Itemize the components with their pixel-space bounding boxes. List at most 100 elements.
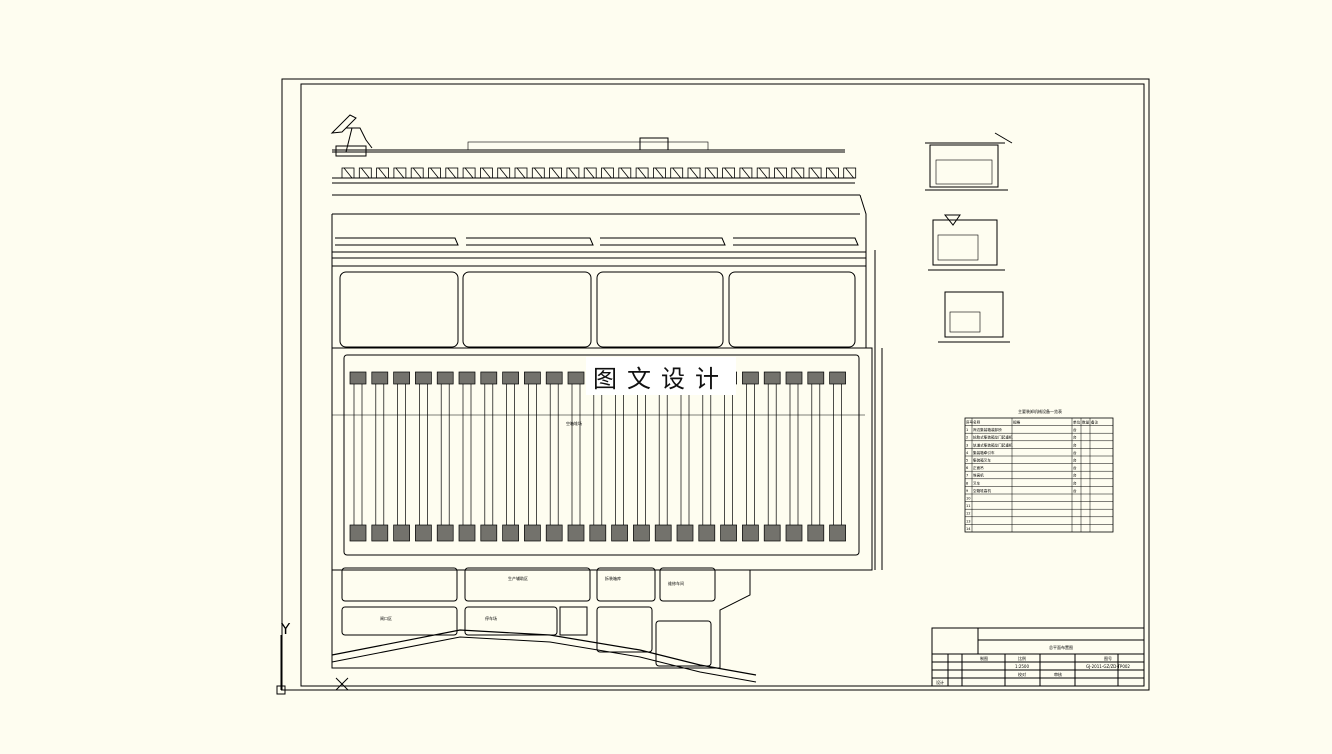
equipment-table-cell: 堆高机: [973, 473, 984, 478]
yard-block: [807, 371, 825, 542]
yard-block: [436, 371, 454, 542]
quay-crane-symbol: [393, 167, 407, 179]
equipment-table-header: 规格: [1013, 420, 1021, 425]
quay-crane-symbol: [687, 167, 701, 179]
equipment-table-cell: 集装箱牵引车: [973, 450, 995, 455]
quay-crane-symbol: [704, 167, 718, 179]
yard-block: [763, 371, 781, 542]
equipment-table-cell: 叉车: [973, 480, 981, 485]
quay-crane-symbol: [531, 167, 545, 179]
label-office-area: 生产辅助区: [508, 575, 528, 581]
tb-label-drawing-no: 图号: [1104, 655, 1112, 661]
equipment-table-cell: 空箱堆高机: [973, 488, 991, 493]
berth-block-4: [728, 271, 856, 348]
yard-block: [698, 371, 716, 542]
plan-labels: 生产辅助区 闸口区 停车场 拆装箱库 维修车间 空箱堆场: [380, 420, 684, 621]
equipment-table-frame: [964, 417, 1114, 533]
drawing-number: GJ-2011-GZ/ZD-TP002: [1086, 664, 1130, 669]
quay-crane-symbol: [428, 167, 441, 179]
equipment-table-cell: 10: [966, 497, 971, 501]
yard-block: [349, 371, 367, 542]
equipment-table-cell: 3: [966, 443, 968, 447]
quay-crane-symbol: [601, 167, 614, 179]
equipment-table-cell: 4: [966, 451, 969, 455]
wharf-zone: [331, 194, 876, 570]
yard-block: [742, 371, 759, 542]
quay-crane-symbol: [739, 167, 753, 179]
equipment-table-cell: 台: [1073, 427, 1077, 432]
equipment-table-cell: 台: [1073, 458, 1077, 463]
yard-block: [371, 371, 389, 542]
yard-block: [524, 371, 541, 542]
watermark-label: 图文设计: [586, 357, 736, 395]
equipment-table-cell: 轨道式集装箱龙门起重机: [973, 442, 1013, 447]
quay-crane-symbol: [549, 167, 562, 179]
equipment-table-cell: 2: [966, 436, 968, 440]
drawing-scale: 1:2500: [1015, 664, 1030, 669]
ucs-icon: [276, 635, 349, 695]
berth-block-1: [339, 271, 459, 348]
quay-crane-symbol: [341, 167, 355, 179]
quay-crane-symbol: [756, 167, 770, 179]
quay-crane-symbol: [653, 167, 666, 179]
yard-block: [415, 371, 432, 542]
yard-block: [502, 371, 519, 542]
equipment-table-cell: 6: [966, 466, 969, 470]
quay-crane-symbol: [583, 167, 597, 179]
equipment-table-cell: 1: [966, 428, 968, 432]
label-parking: 停车场: [485, 615, 497, 621]
equipment-table-cell: 集装箱叉车: [973, 458, 991, 463]
yard-block: [633, 371, 650, 542]
tb-label-draw: 制图: [980, 655, 988, 661]
equipment-table-header: 数量: [1082, 420, 1090, 425]
berth-block-3: [596, 271, 724, 348]
quay-crane-symbol: [358, 167, 372, 179]
quay-crane-symbol: [826, 167, 839, 179]
quay-crane-symbol: [774, 167, 787, 179]
crane-section-1: [925, 132, 1013, 191]
yard-block: [393, 371, 410, 542]
equipment-table-cell: 台: [1073, 480, 1077, 485]
quay-crane-symbol: [497, 167, 511, 179]
yard-block: [611, 371, 628, 542]
yard-block: [654, 371, 672, 542]
quay-crane-symbol: [445, 167, 459, 179]
equipment-table-header: 备注: [1091, 420, 1099, 425]
quay-crane-symbol: [843, 167, 857, 179]
title-block-text: 总平面布置图 1:2500 GJ-2011-GZ/ZD-TP002 设计 制图 …: [936, 644, 1130, 685]
quay-crane-symbol: [670, 167, 684, 179]
title-block: [931, 627, 1145, 687]
equipment-table-header: 序号: [966, 420, 974, 425]
quay-crane-symbol: [791, 167, 805, 179]
label-empty-yard: 空箱堆场: [566, 420, 582, 426]
quay-crane-elevation: [330, 114, 845, 157]
equipment-table-cell: 5: [966, 459, 968, 463]
berth-block-2: [462, 271, 592, 348]
tb-label-design: 设计: [936, 679, 944, 685]
equipment-table-cell: 台: [1073, 450, 1077, 455]
tb-label-check: 校对: [1018, 671, 1026, 677]
equipment-table-cell: 正面吊: [973, 465, 984, 470]
equipment-table-cell: 台: [1073, 442, 1077, 447]
equipment-table-title: 主要装卸机械设备一览表: [1018, 408, 1062, 414]
equipment-table-cell: 8: [966, 481, 969, 485]
yard-block: [567, 371, 585, 542]
equipment-table-cell: 轮胎式集装箱龙门起重机: [973, 435, 1013, 440]
yard-block: [589, 371, 607, 542]
quay-crane-symbol: [566, 167, 580, 179]
tb-label-review: 审核: [1054, 671, 1062, 677]
quay-crane-symbol: [808, 167, 822, 179]
yard-block: [458, 371, 476, 542]
crane-section-3: [938, 291, 1010, 343]
quay-crane-symbol: [376, 167, 390, 179]
equipment-table-cell: 9: [966, 489, 969, 493]
equipment-table-cell: 台: [1073, 435, 1077, 440]
crane-row: [332, 167, 857, 184]
auxiliary-zones: [331, 567, 757, 683]
yard-block: [480, 371, 498, 542]
crane-section-2: [928, 214, 1005, 271]
equipment-table-cell: 12: [966, 512, 971, 516]
equipment-table-cell: 岸边集装箱装卸桥: [973, 427, 1002, 432]
